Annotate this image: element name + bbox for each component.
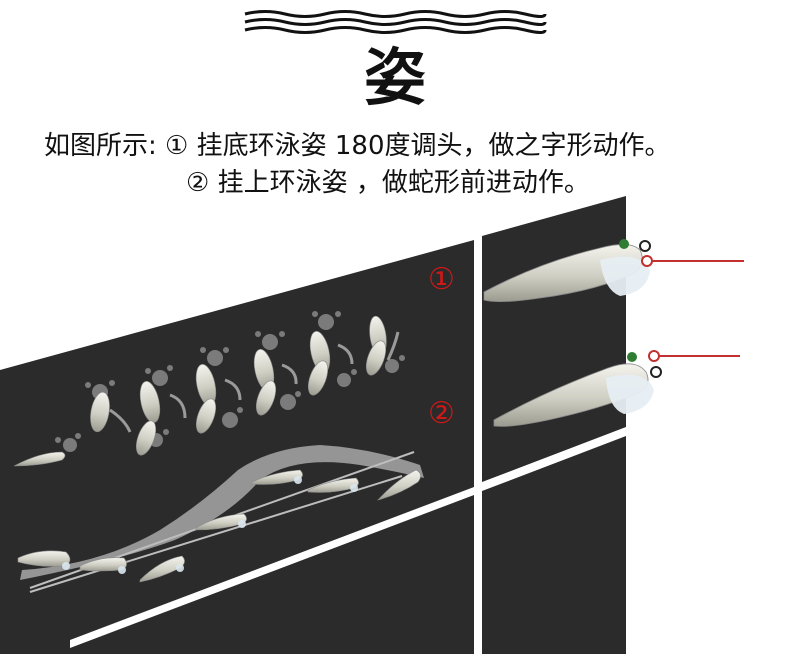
fishing-lure-icon	[17, 469, 421, 583]
lure-eye-icon	[627, 352, 637, 362]
lure-eye-icon	[619, 239, 629, 249]
lure-detail-one	[483, 239, 744, 302]
description-line-1: 如图所示: ① 挂底环泳姿 180度调头，做之字形动作。	[44, 131, 671, 161]
fishing-lure-icon	[13, 315, 387, 467]
decorative-waves-icon	[244, 10, 547, 34]
water-splash-icon	[55, 311, 405, 452]
right-floor-stripe	[482, 427, 626, 491]
right-panel	[482, 196, 626, 654]
page-title: 姿	[363, 41, 426, 114]
curved-arrow-icon	[109, 331, 400, 433]
marker-two: ②	[428, 396, 455, 431]
zigzag-sequence	[13, 311, 405, 467]
marker-one: ①	[428, 262, 455, 297]
left-floor-stripe	[70, 487, 474, 648]
lure-detail-two	[493, 350, 740, 427]
description-line-2: ② 挂上环泳姿 ，做蛇形前进动作。	[186, 168, 590, 198]
snake-sequence	[17, 445, 424, 593]
